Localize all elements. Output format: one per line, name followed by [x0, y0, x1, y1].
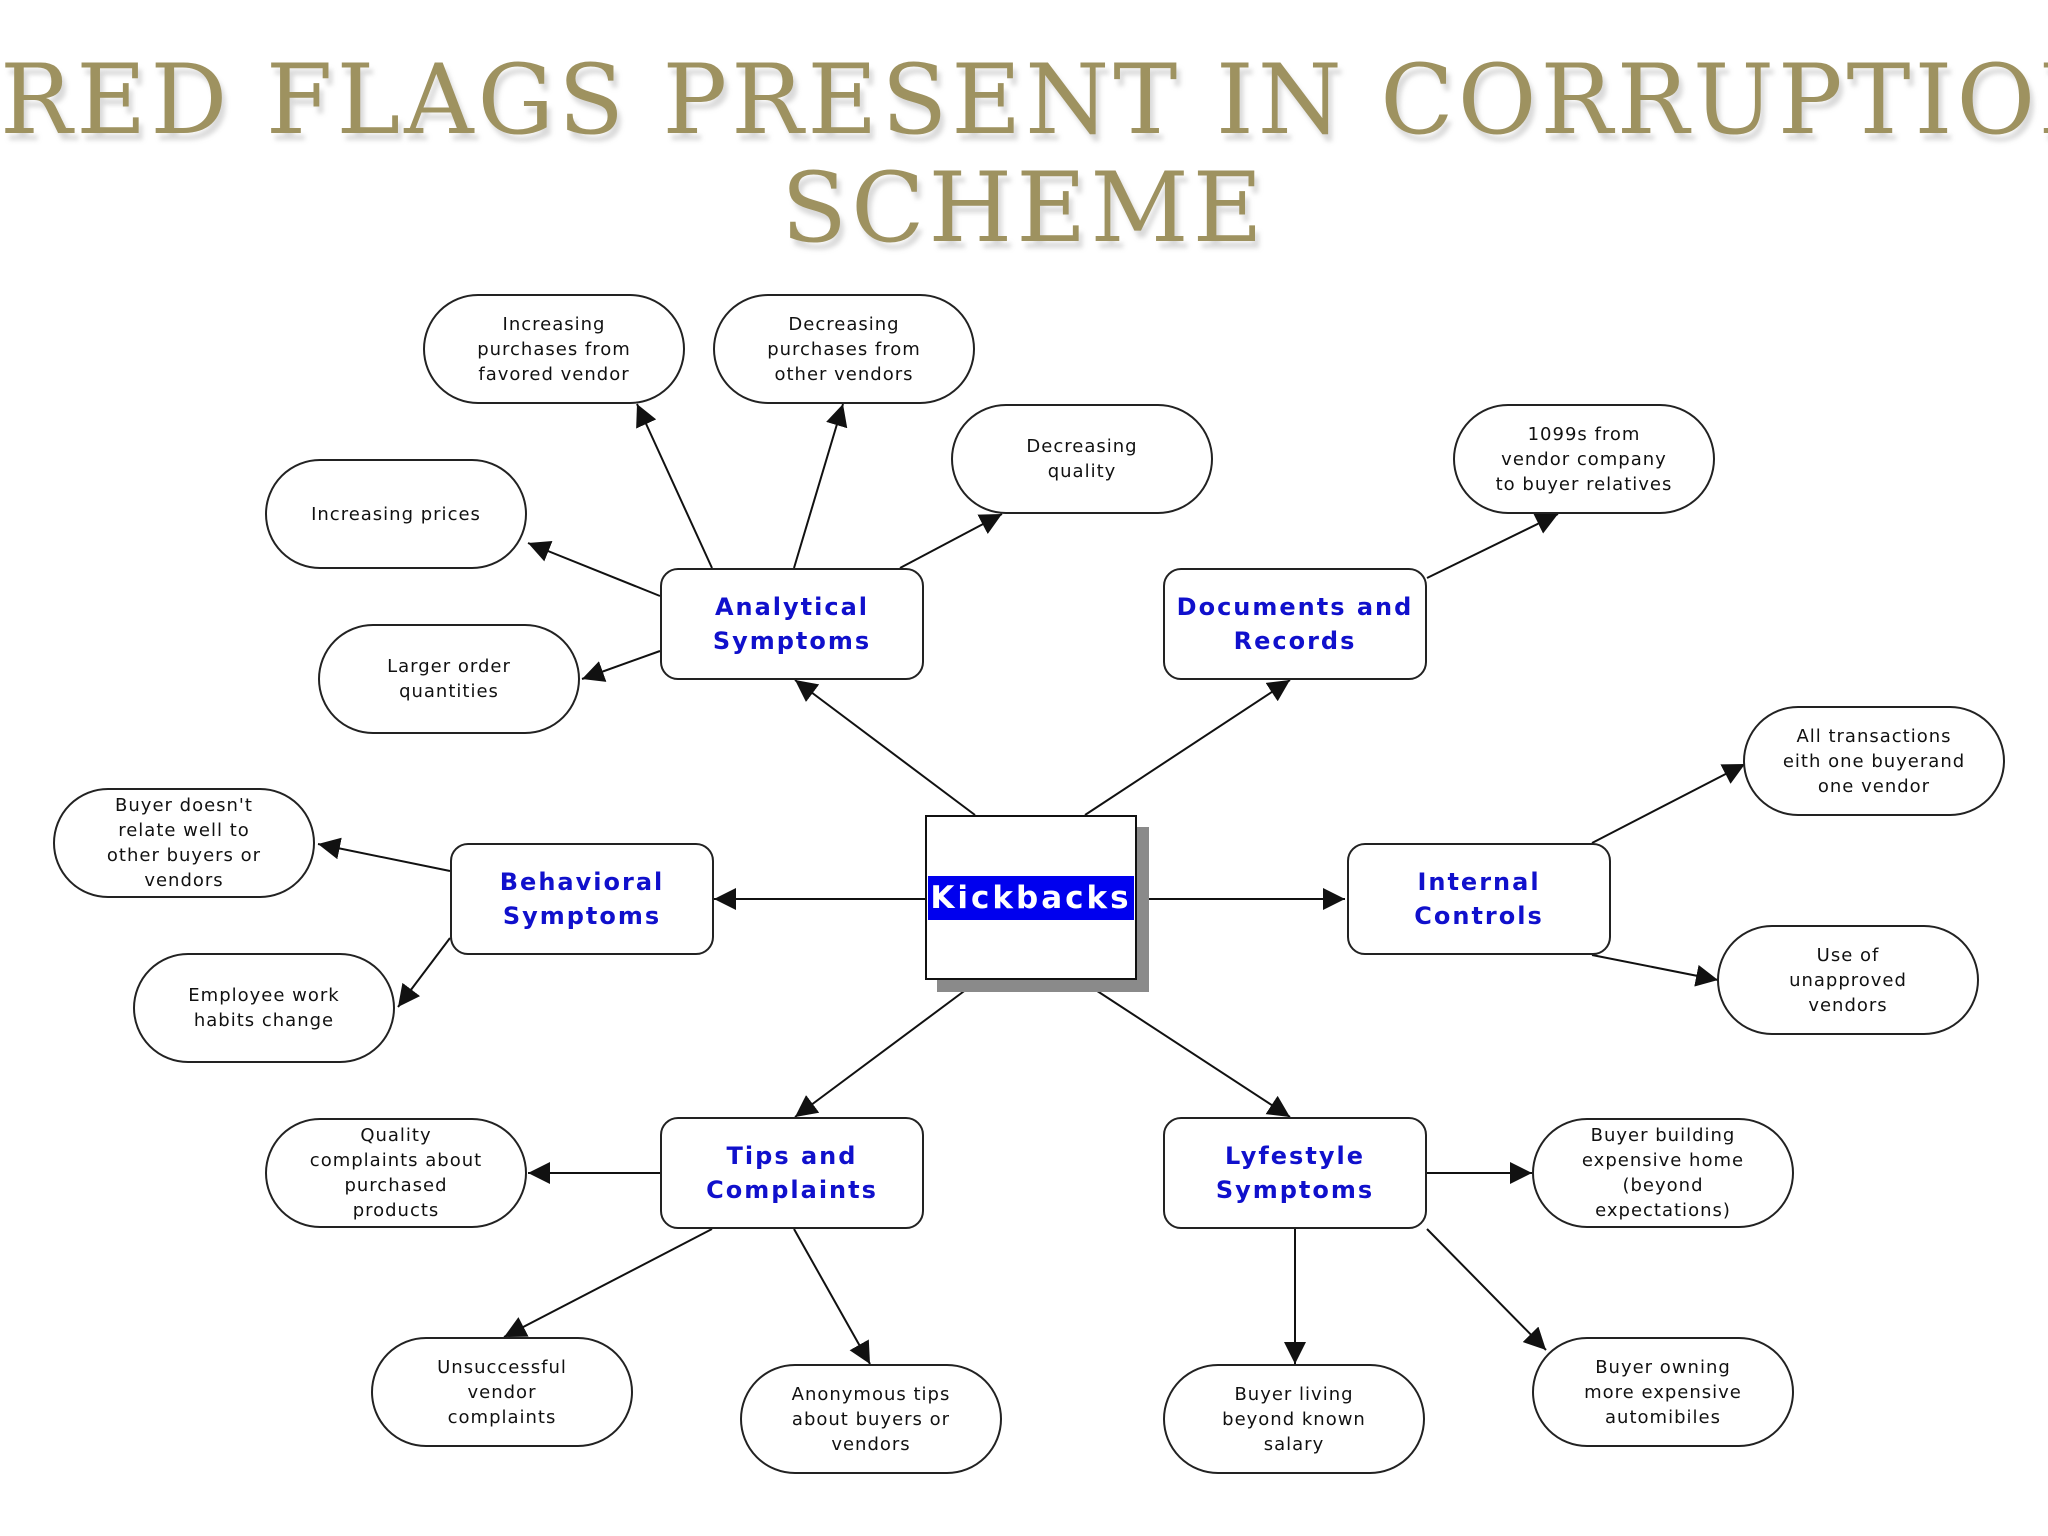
leaf-buyer-relations: Buyer doesn't relate well to other buyer…: [53, 788, 315, 898]
arrow-internal-to-all-transactions: [1591, 763, 1746, 844]
leaf-decreasing-purchases: Decreasing purchases from other vendors: [713, 294, 975, 404]
center-node: Kickbacks: [925, 815, 1137, 980]
leaf-larger-order-quantities: Larger order quantities: [318, 624, 580, 734]
leaf-unapproved-vendors: Use of unapproved vendors: [1717, 925, 1979, 1035]
arrow-lifestyle-to-expensive-autos: [1426, 1228, 1547, 1351]
leaf-all-transactions-one-vendor: All transactions eith one buyerand one v…: [1743, 706, 2005, 816]
arrow-analytical-to-larger-orders: [581, 650, 661, 682]
page-title-line-1: RED FLAGS PRESENT IN CORRUPTION: [0, 44, 2048, 156]
arrow-documents-to-1099s: [1426, 513, 1559, 579]
leaf-expensive-home: Buyer building expensive home (beyond ex…: [1532, 1118, 1794, 1228]
arrow-analytical-to-increasing-prices: [527, 540, 661, 597]
leaf-work-habits-change: Employee work habits change: [133, 953, 395, 1063]
category-behavioral-symptoms: Behavioral Symptoms: [450, 843, 714, 955]
leaf-expensive-automobiles: Buyer owning more expensive automibiles: [1532, 1337, 1794, 1447]
leaf-decreasing-quality: Decreasing quality: [951, 404, 1213, 514]
category-internal-controls: Internal Controls: [1347, 843, 1611, 955]
arrow-analytical-to-increasing-purchases: [636, 403, 713, 569]
leaf-increasing-purchases: Increasing purchases from favored vendor: [423, 294, 685, 404]
leaf-living-beyond-salary: Buyer living beyond known salary: [1163, 1364, 1425, 1474]
leaf-1099s-to-relatives: 1099s from vendor company to buyer relat…: [1453, 404, 1715, 514]
arrow-center-to-documents: [1084, 679, 1291, 816]
arrow-center-to-tips: [794, 982, 976, 1118]
category-lifestyle-symptoms: Lyfestyle Symptoms: [1163, 1117, 1427, 1229]
arrow-behavioral-to-work-habits: [397, 937, 451, 1008]
center-node-label: Kickbacks: [928, 875, 1134, 920]
arrow-analytical-to-decreasing-quality: [899, 513, 1003, 569]
arrow-center-to-analytical: [794, 679, 976, 816]
arrow-tips-to-anonymous: [793, 1228, 871, 1365]
leaf-unsuccessful-complaints: Unsuccessful vendor complaints: [371, 1337, 633, 1447]
leaf-quality-complaints: Quality complaints about purchased produ…: [265, 1118, 527, 1228]
leaf-increasing-prices: Increasing prices: [265, 459, 527, 569]
arrow-center-to-lifestyle: [1084, 982, 1291, 1118]
arrow-analytical-to-decreasing-purchases: [793, 403, 848, 569]
arrow-internal-to-unapproved: [1591, 954, 1719, 987]
arrow-behavioral-to-buyer-relations: [317, 837, 451, 872]
leaf-anonymous-tips: Anonymous tips about buyers or vendors: [740, 1364, 1002, 1474]
category-analytical-symptoms: Analytical Symptoms: [660, 568, 924, 680]
arrow-tips-to-unsuccessful: [503, 1228, 713, 1338]
category-tips-and-complaints: Tips and Complaints: [660, 1117, 924, 1229]
page-title-line-2: SCHEME: [781, 152, 1267, 264]
category-documents-and-records: Documents and Records: [1163, 568, 1427, 680]
